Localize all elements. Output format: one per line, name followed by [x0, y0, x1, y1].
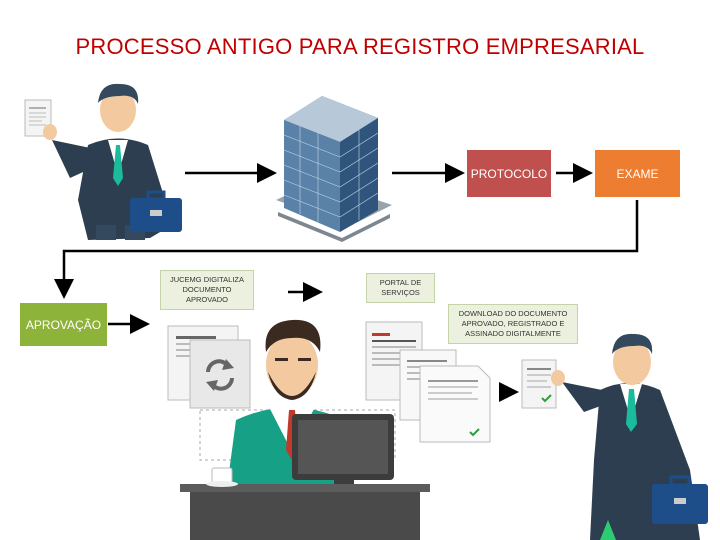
note-jucemg: JUCEMG DIGITALIZA DOCUMENTO APROVADO — [160, 270, 254, 310]
monitor-icon — [292, 414, 394, 495]
note-portal-text: PORTAL DE SERVIÇOS — [379, 277, 422, 297]
briefcase-icon — [130, 190, 182, 232]
briefcase-icon — [652, 475, 708, 524]
step-protocolo-label: PROTOCOLO — [470, 166, 548, 181]
step-aprovacao: APROVAÇÃO — [20, 303, 107, 346]
note-download: DOWNLOAD DO DOCUMENTO APROVADO, REGISTRA… — [448, 304, 578, 344]
coffee-cup-icon — [206, 467, 238, 487]
step-protocolo: PROTOCOLO — [467, 150, 551, 197]
document-icon — [189, 339, 251, 409]
desk-top — [180, 484, 430, 492]
return-connector — [54, 200, 639, 299]
document-icon — [521, 359, 557, 409]
leaf-decoration — [600, 520, 616, 540]
desk — [190, 488, 420, 540]
step-exame-label: EXAME — [616, 166, 659, 181]
document-icon — [419, 365, 491, 443]
note-portal: PORTAL DE SERVIÇOS — [366, 273, 435, 303]
document-icon — [24, 99, 52, 137]
building-icon — [276, 96, 392, 242]
step-aprovacao-label: APROVAÇÃO — [25, 317, 102, 332]
page-title: PROCESSO ANTIGO PARA REGISTRO EMPRESARIA… — [75, 34, 645, 59]
note-jucemg-text: JUCEMG DIGITALIZA DOCUMENTO APROVADO — [169, 274, 245, 305]
sync-icon — [206, 359, 234, 391]
note-download-text: DOWNLOAD DO DOCUMENTO APROVADO, REGISTRA… — [458, 308, 568, 339]
step-exame: EXAME — [595, 150, 680, 197]
